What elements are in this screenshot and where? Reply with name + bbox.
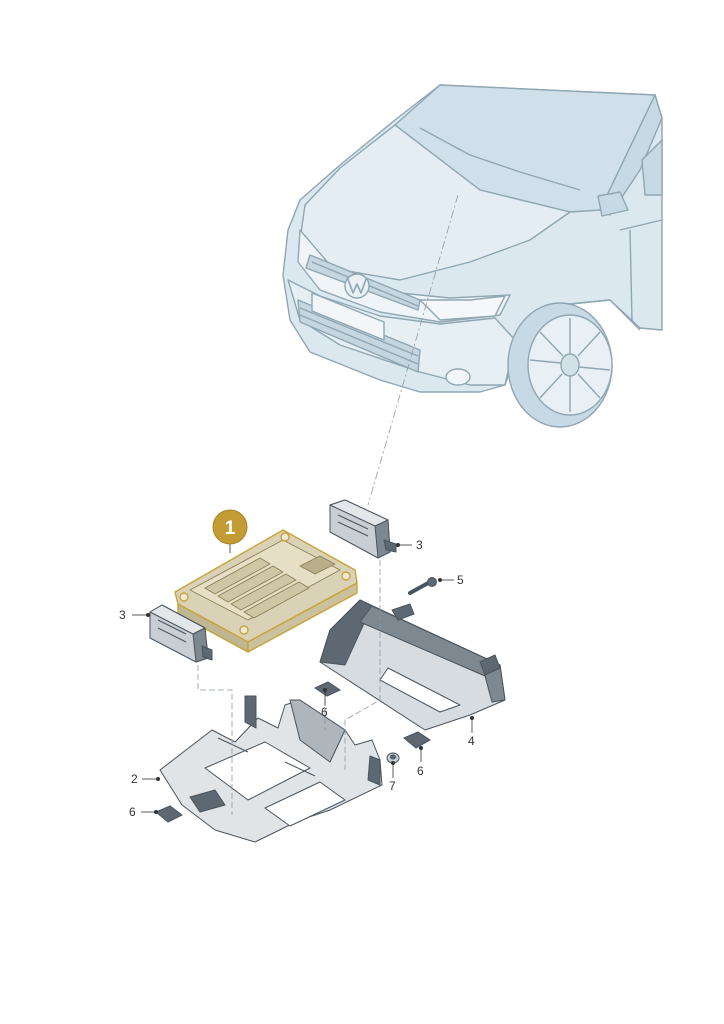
vehicle-front-illustration bbox=[282, 84, 663, 428]
highlighted-part-number: 1 bbox=[225, 518, 236, 539]
bracket-part-4 bbox=[319, 599, 506, 731]
clip-part-6-right bbox=[403, 731, 431, 749]
callout-label-5: 5 bbox=[457, 573, 464, 587]
callout-label-7: 7 bbox=[389, 779, 396, 793]
callout-label-6-right: 6 bbox=[417, 764, 424, 778]
callout-label-2: 2 bbox=[131, 772, 138, 786]
callout-label-6-left: 6 bbox=[129, 805, 136, 819]
connector-part-3-right bbox=[329, 499, 397, 559]
bolt-part-5 bbox=[408, 577, 437, 595]
control-module-part-1 bbox=[174, 529, 358, 653]
clip-part-6-left bbox=[155, 805, 183, 823]
callout-label-4: 4 bbox=[468, 734, 475, 748]
callout-label-3-right: 3 bbox=[416, 538, 423, 552]
highlighted-part-badge: 1 bbox=[212, 509, 248, 545]
callout-leaders bbox=[132, 543, 474, 815]
callout-label-3-left: 3 bbox=[119, 608, 126, 622]
connector-part-3-left bbox=[149, 604, 213, 663]
callout-label-6-top: 6 bbox=[321, 705, 328, 719]
position-leader-line bbox=[367, 194, 459, 506]
base-plate-part-2 bbox=[159, 695, 383, 843]
nut-part-7 bbox=[386, 752, 400, 764]
clip-part-6-top bbox=[313, 681, 342, 697]
